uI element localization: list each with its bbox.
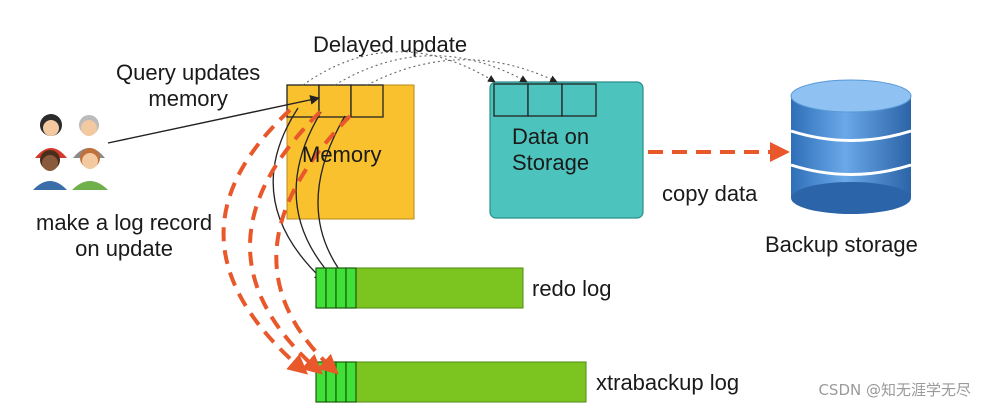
- delayed-update-label: Delayed update: [313, 32, 468, 57]
- redo-log-label: redo log: [532, 276, 612, 301]
- query-updates-line2: memory: [148, 86, 228, 111]
- xtrabackup-log-bar: [315, 361, 587, 403]
- make-log-line1: make a log record: [36, 210, 213, 235]
- memory-label: Memory: [302, 142, 382, 167]
- make-log-line2: on update: [75, 236, 173, 261]
- data-on-storage-label: Data on Storage: [512, 124, 589, 176]
- query-updates-line1: Query updates: [116, 60, 261, 85]
- watermark: CSDN @知无涯学无尽: [818, 381, 971, 399]
- storage-block: [489, 81, 644, 219]
- make-log-record-label: make a log record on update: [36, 210, 212, 262]
- xtrabackup-log-label: xtrabackup log: [596, 370, 740, 395]
- data-on-storage-line1: Data on: [512, 124, 590, 149]
- query-updates-label: Query updates memory: [116, 60, 260, 112]
- delayed-update-arrows: [302, 51, 558, 86]
- backup-storage-label: Backup storage: [765, 232, 918, 257]
- memory-block: [286, 84, 415, 220]
- xtrabackup-log-arrows: [221, 108, 352, 375]
- users-icon: [33, 114, 108, 190]
- copy-data-label: copy data: [662, 181, 758, 206]
- database-icon: [790, 79, 912, 214]
- query-arrow: [107, 95, 320, 144]
- data-on-storage-line2: Storage: [512, 150, 590, 175]
- redo-log-arrows: [272, 107, 348, 281]
- redo-log-bar: [315, 267, 524, 309]
